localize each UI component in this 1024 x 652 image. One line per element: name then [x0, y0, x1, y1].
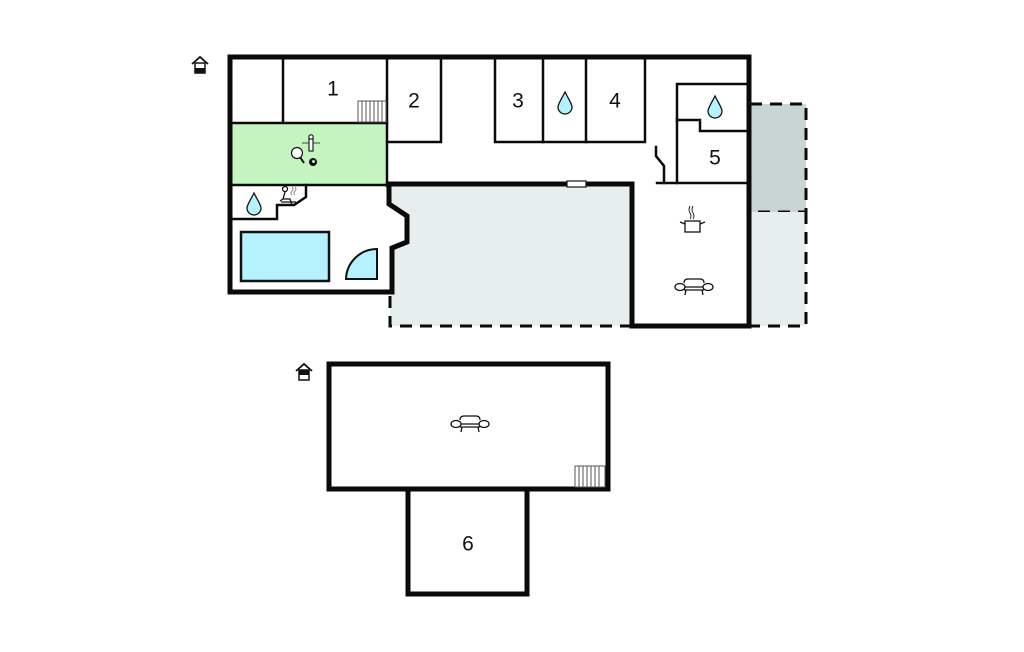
room-label-2: 2	[408, 90, 420, 113]
pool-icon	[239, 230, 331, 283]
bedroom-6	[405, 486, 530, 597]
table-football-icon	[302, 134, 320, 152]
terrace-right	[750, 212, 808, 328]
shower-cabin-icon	[344, 247, 378, 280]
upper-floor: 6	[295, 361, 611, 597]
loft-living	[326, 361, 611, 492]
room-label-5: 5	[709, 147, 721, 170]
room-label-3: 3	[512, 90, 524, 113]
house-ground-floor-icon	[191, 55, 209, 74]
shower-drop-icon	[707, 94, 723, 119]
table-tennis-icon	[290, 146, 305, 164]
shower-drop-icon	[246, 191, 262, 216]
shower-drop-icon	[557, 90, 573, 115]
stairs-icon	[574, 465, 606, 488]
terrace-center	[388, 186, 632, 328]
stairs-icon	[357, 100, 387, 123]
room-label-1: 1	[327, 78, 339, 101]
terrace-right-covered	[750, 102, 808, 214]
sofa-icon	[674, 278, 714, 296]
sauna-icon	[279, 185, 297, 206]
billiard-ball-icon	[309, 158, 317, 166]
house-upper-floor-icon	[295, 362, 313, 381]
sofa-icon	[450, 415, 490, 433]
cooking-pot-icon	[679, 205, 706, 233]
room-label-6: 6	[462, 533, 474, 556]
games-room	[231, 124, 387, 185]
ground-floor: 1 2 3 4 5	[191, 54, 808, 329]
room-label-4: 4	[609, 90, 621, 113]
